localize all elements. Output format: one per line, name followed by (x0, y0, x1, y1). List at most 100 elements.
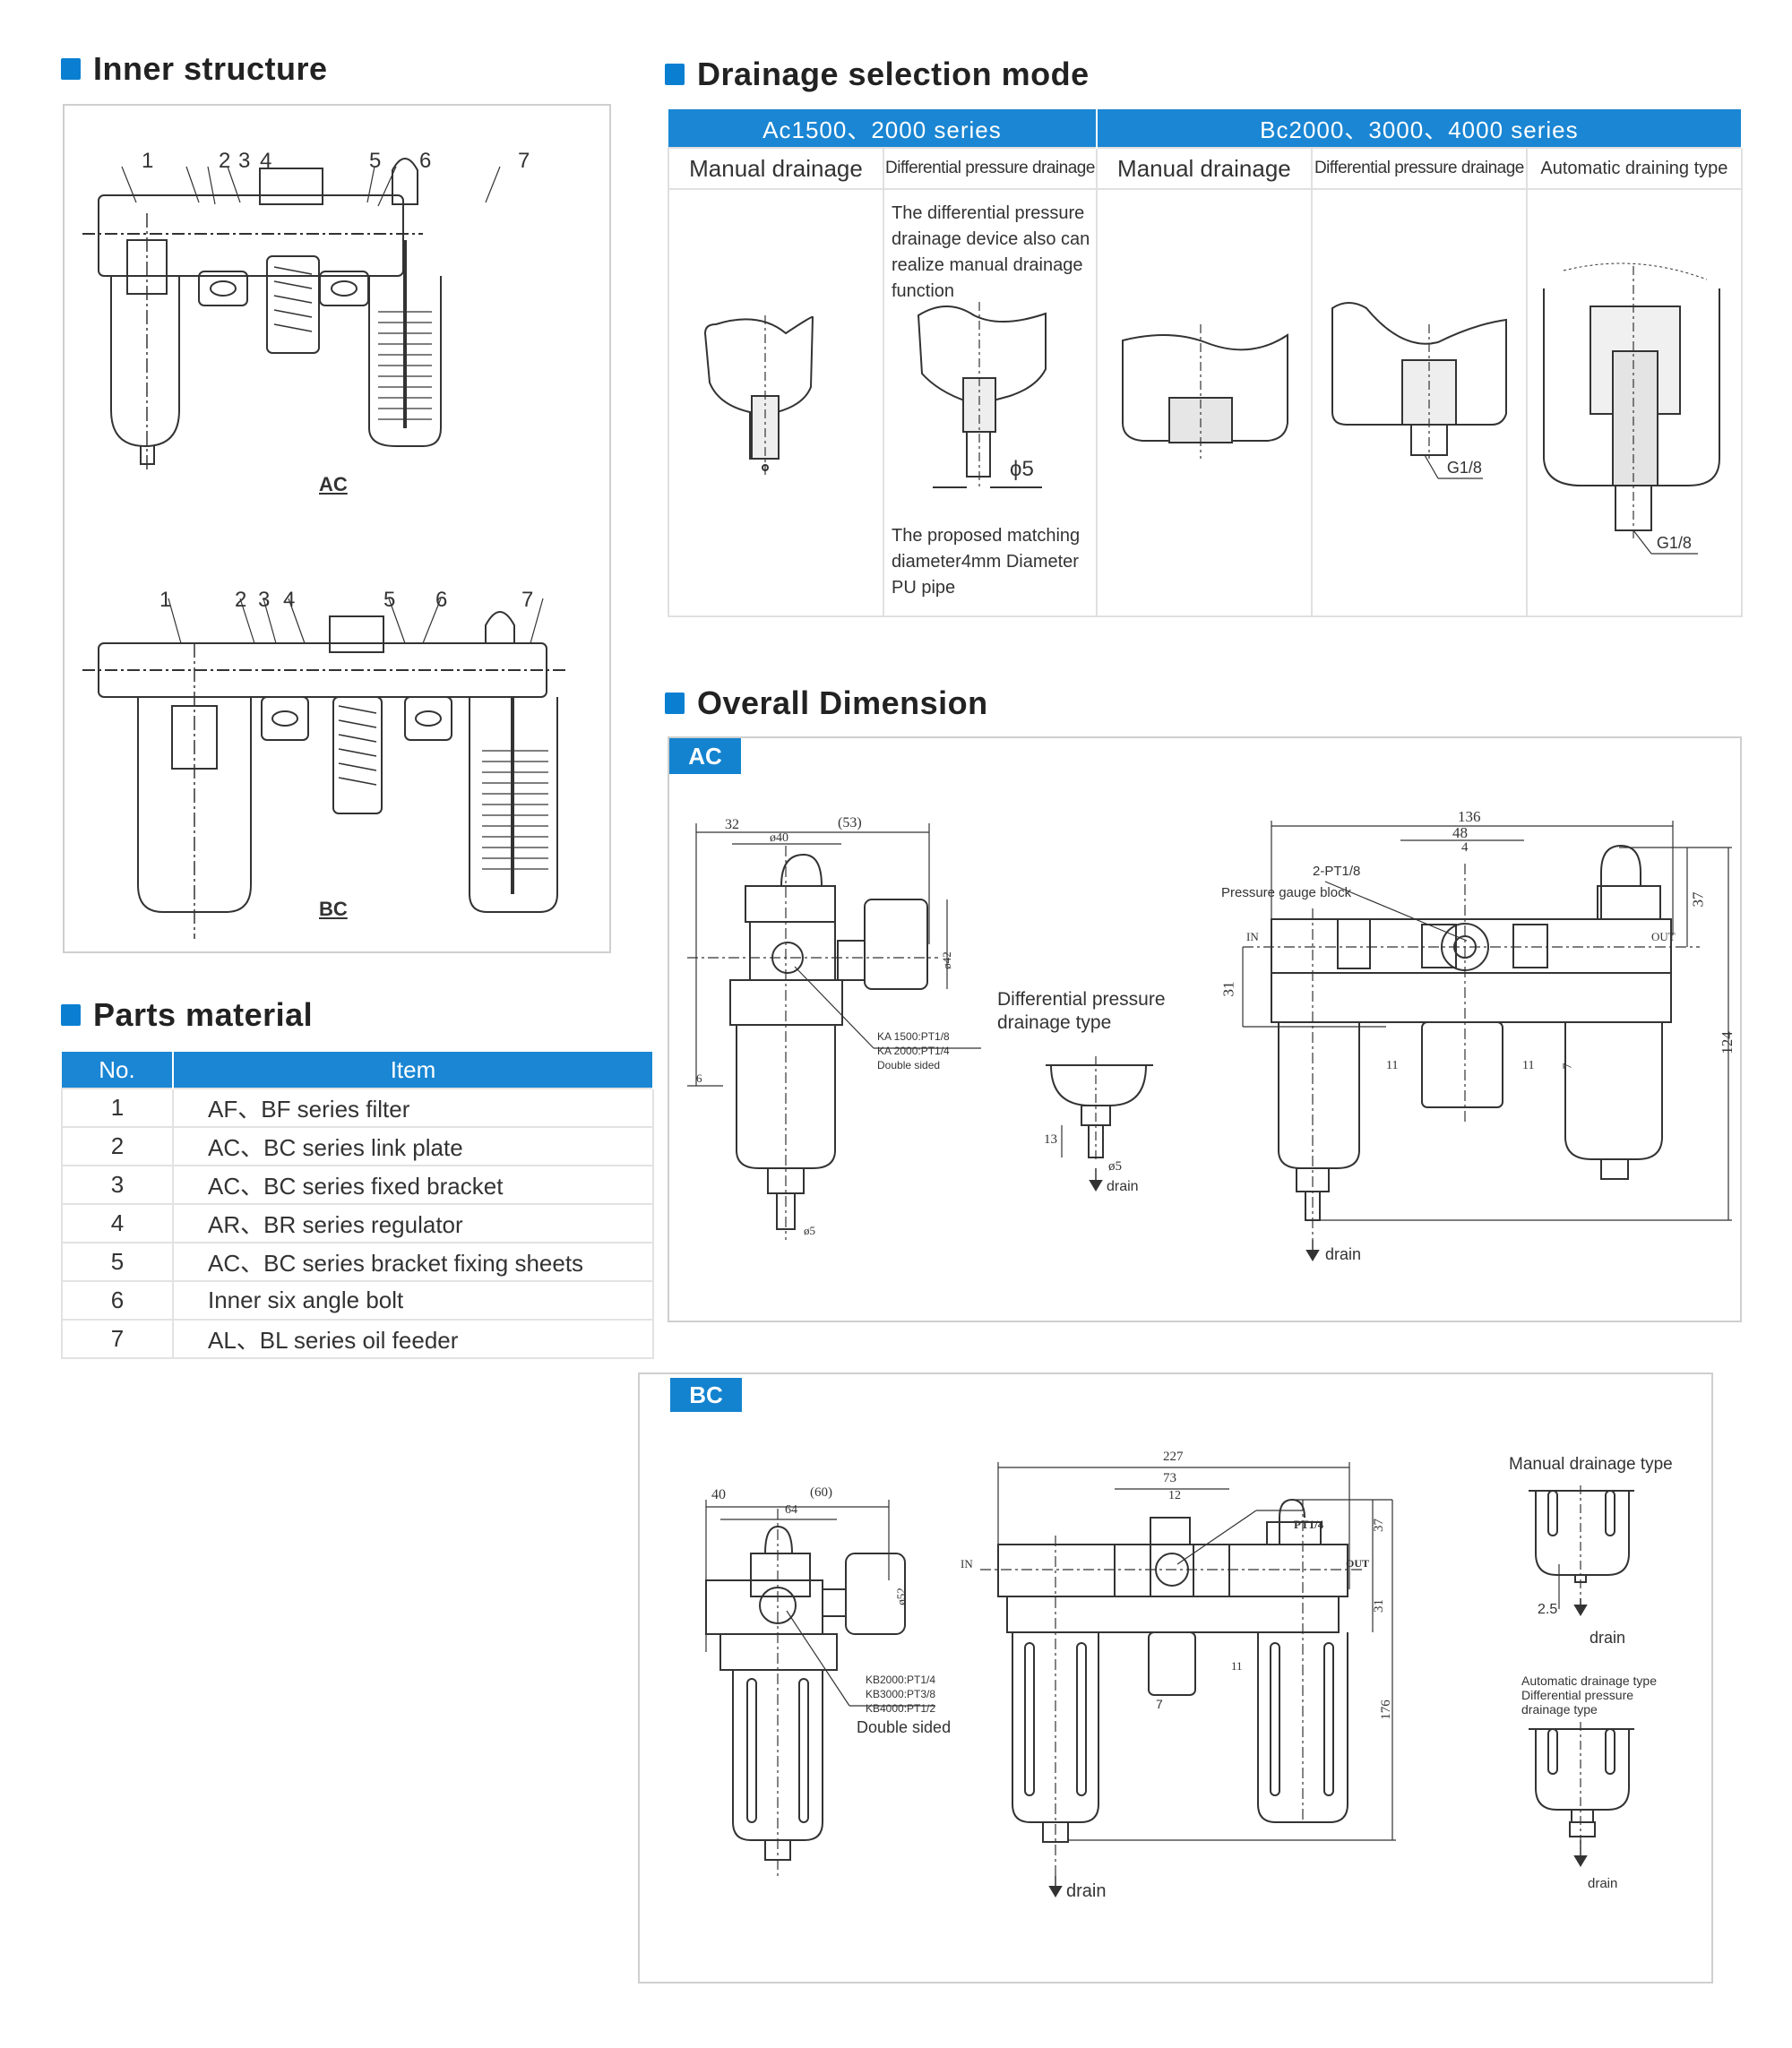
dim-value: ø5 (804, 1224, 815, 1237)
part-no: 2 (61, 1126, 174, 1166)
ac-callout-leaders (121, 166, 501, 207)
dim-value: ø52 (893, 1588, 908, 1605)
drain-label: drain (1590, 1629, 1626, 1647)
col-bc-manual: Manual drainage (1095, 147, 1313, 190)
part-no: 1 (61, 1088, 174, 1128)
diff-drain-label: Differential pressure (997, 989, 1166, 1010)
auto-drain-label: drainage type (1521, 1702, 1598, 1717)
col-bc-differential: Differential pressure drainage (1310, 147, 1528, 190)
cell-ac-manual (668, 188, 884, 617)
section-title-text: Drainage selection mode (697, 56, 1090, 92)
callout-label: 1 (159, 588, 172, 612)
section-title-text: Parts material (93, 996, 314, 1033)
dimension-bc-panel: BC (638, 1373, 1713, 1983)
section-title-overall-dimension: Overall Dimension (665, 684, 988, 722)
section-bullet-icon (61, 58, 81, 80)
callout-label: 3 (258, 588, 271, 612)
dim-value: 7 (1156, 1697, 1163, 1711)
dim-value: 73 (1163, 1471, 1176, 1485)
part-no: 3 (61, 1165, 174, 1205)
dim-value: 37 (1372, 1519, 1386, 1532)
cell-bc-manual (1095, 188, 1313, 617)
callout-label: 7 (518, 149, 530, 173)
dim-value: 31 (1219, 981, 1237, 997)
section-title-text: Inner structure (93, 50, 328, 87)
port-spec: 2-PT1/8 (1313, 864, 1361, 879)
cell-bc-automatic: G1/8 (1525, 188, 1743, 617)
dim-value: 12 (1168, 1489, 1181, 1502)
cell-ac-differential: The differential pressure drainage devic… (883, 188, 1098, 617)
dim-value: 4 (1461, 840, 1469, 855)
part-no: 6 (61, 1280, 174, 1321)
callout-label: 2 (235, 588, 247, 612)
callout-label: 2 (219, 149, 231, 173)
dim-value: 6 (696, 1071, 702, 1085)
section-bullet-icon (665, 693, 685, 714)
inlet-label: IN (1246, 930, 1259, 943)
callout-label: 6 (419, 149, 432, 173)
auto-drain-label: Differential pressure (1521, 1688, 1634, 1702)
inner-structure-panel: 1 2 3 4 5 6 7 AC 1 2 3 4 5 6 7 BC (63, 104, 611, 953)
manual-drain-label: Manual drainage type (1509, 1455, 1673, 1474)
callout-label: 4 (260, 149, 272, 173)
dim-value: 64 (785, 1503, 797, 1517)
dim-value: 37 (1689, 891, 1707, 908)
differential-note-top: The differential pressure drainage devic… (892, 203, 1090, 301)
ac-drawing-label: AC (319, 473, 348, 495)
dim-value: 2.5 (1538, 1602, 1558, 1617)
port-spec: PT1/4 (1294, 1518, 1324, 1531)
ac-differential-drain-drawing (917, 302, 1047, 490)
col-bc-automatic: Automatic draining type (1525, 147, 1743, 190)
port-spec: Double sided (877, 1059, 941, 1071)
section-title-inner-structure: Inner structure (61, 50, 328, 88)
dim-value: 32 (725, 817, 739, 832)
drainage-drawings-row: The differential pressure drainage devic… (668, 188, 1743, 617)
bc-automatic-drain-drawing (1542, 262, 1720, 555)
dim-value: 227 (1163, 1450, 1184, 1464)
dim-value: 13 (1044, 1132, 1057, 1147)
part-item: AR、BR series regulator (172, 1203, 654, 1243)
drainage-column-header: Manual drainage Differential pressure dr… (668, 147, 1743, 190)
bc-drawing-label: BC (319, 898, 348, 920)
dim-value: 124 (1718, 1031, 1736, 1054)
drainage-selection-table: Ac1500、2000 series Bc2000、3000、4000 seri… (668, 109, 1743, 617)
thread-label: G1/8 (1446, 459, 1482, 477)
dim-value: ø40 (770, 831, 788, 845)
part-item: AC、BC series link plate (172, 1126, 654, 1166)
diameter-label: ϕ5 (1010, 457, 1034, 481)
port-spec: Double sided (857, 1718, 952, 1736)
ac-assembly-drawing (82, 158, 442, 473)
inlet-label: IN (961, 1557, 973, 1570)
dim-value: (53) (838, 815, 862, 830)
col-ac-manual: Manual drainage (668, 147, 884, 190)
port-spec: KA 2000:PT1/4 (877, 1045, 950, 1057)
dim-value: ø42 (939, 951, 953, 969)
header-item: Item (173, 1052, 654, 1089)
dim-value: 11 (1231, 1659, 1243, 1673)
callout-label: 5 (369, 149, 382, 173)
dim-value: 176 (1378, 1699, 1393, 1720)
dimension-ac-panel: AC (668, 736, 1742, 1322)
part-no: 4 (61, 1203, 174, 1243)
bc-differential-drain-drawing (1331, 302, 1507, 479)
port-spec: KB3000:PT3/8 (866, 1688, 936, 1700)
dim-value: 40 (711, 1487, 726, 1502)
inner-structure-drawing (82, 158, 566, 939)
section-bullet-icon (61, 1004, 81, 1026)
port-spec: KB4000:PT1/2 (866, 1702, 936, 1715)
col-ac-differential: Differential pressure drainage (883, 147, 1098, 190)
auto-drain-label: Automatic drainage type (1521, 1674, 1657, 1688)
parts-table-header: No. Item (62, 1052, 654, 1089)
callout-label: 4 (283, 588, 296, 612)
callout-label: 1 (142, 149, 154, 173)
outlet-label: OUT (1346, 1557, 1370, 1570)
group-bc-series: Bc2000、3000、4000 series (1096, 109, 1743, 148)
dim-value: 11 (1522, 1059, 1535, 1072)
thread-label: G1/8 (1656, 534, 1692, 552)
